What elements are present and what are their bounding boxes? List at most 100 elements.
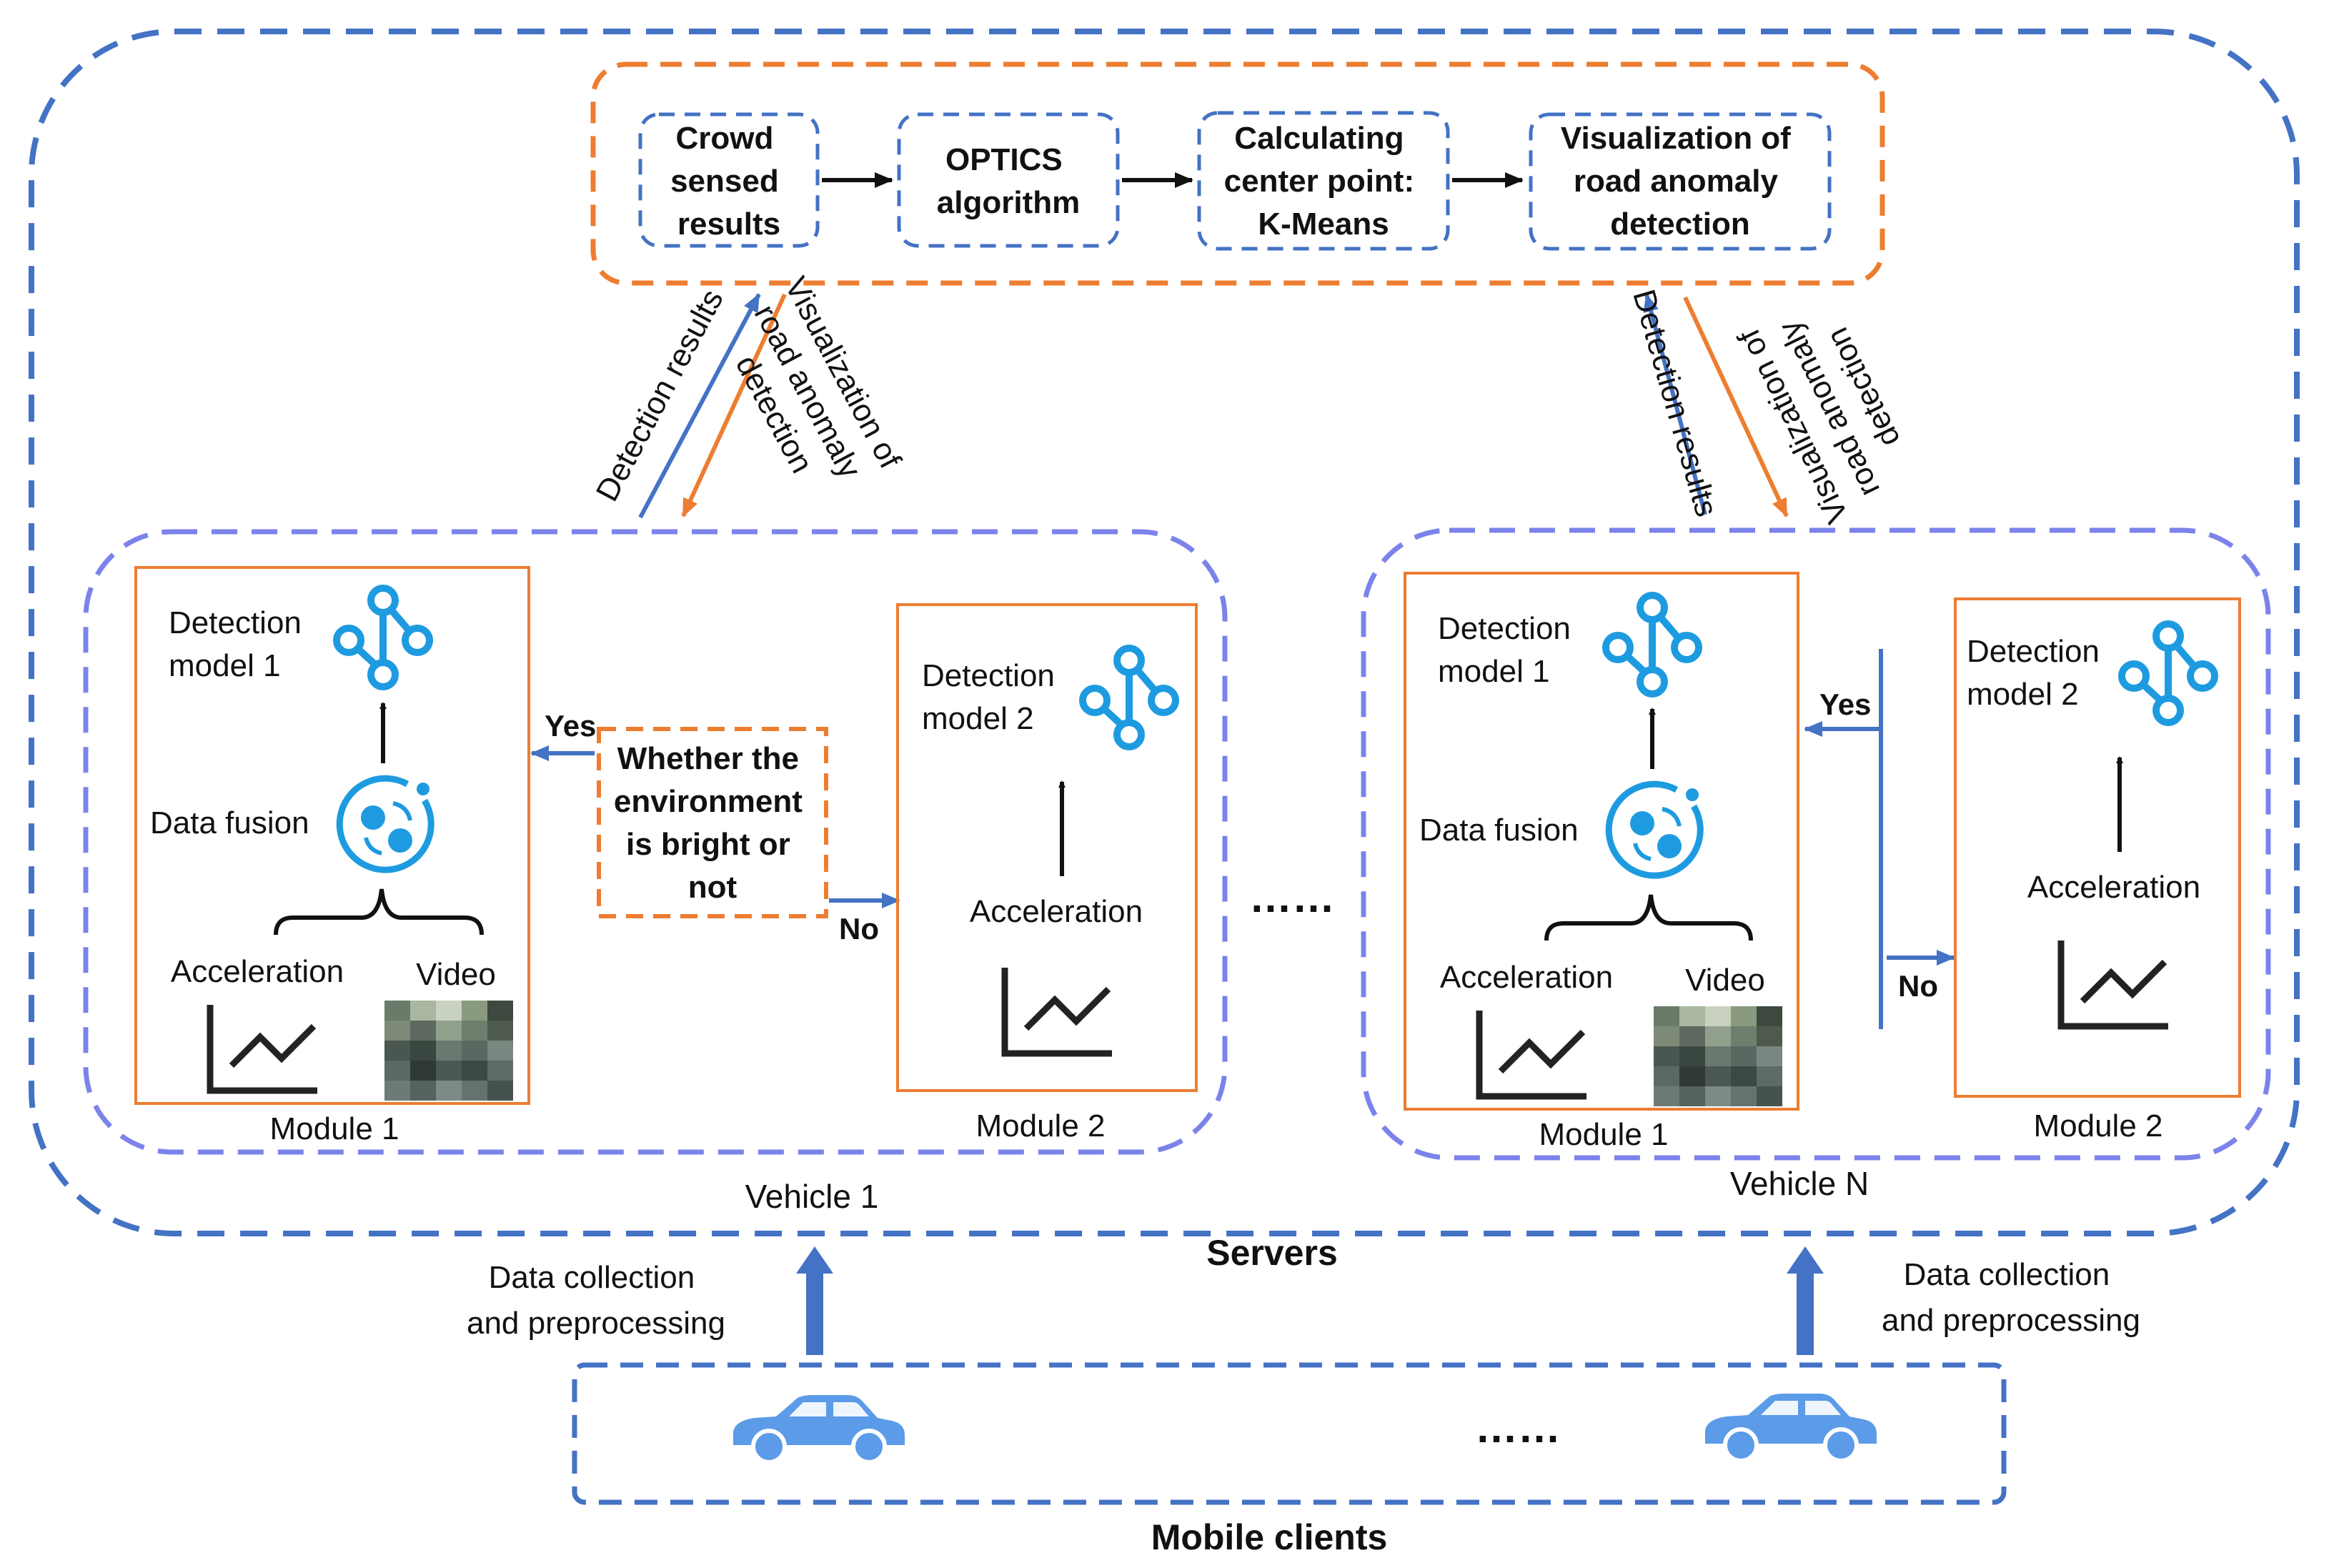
v1-m1-data-fusion-icon bbox=[339, 778, 431, 870]
vehicleN-container bbox=[1361, 527, 2271, 1161]
step-crowd-sensed-line-2: sensed bbox=[670, 164, 779, 199]
car-icon-right bbox=[1705, 1394, 1877, 1461]
mobile-clients-container bbox=[572, 1362, 2007, 1505]
v1-m2-acceleration-chart-icon bbox=[1005, 968, 1112, 1053]
clients-ellipsis: …… bbox=[1475, 1404, 1561, 1452]
v1-m2-detection-model-icon bbox=[1083, 648, 1176, 747]
vn-module1-label: Module 1 bbox=[1539, 1117, 1668, 1152]
v1-m1-model-line-1: Detection bbox=[169, 605, 302, 640]
v1-module2-label: Module 2 bbox=[975, 1108, 1105, 1143]
right-data-collection-label: Data collection and preprocessing bbox=[1882, 1257, 2140, 1338]
mobile-clients-label: Mobile clients bbox=[1151, 1517, 1388, 1557]
vn-m1-acceleration-chart-icon bbox=[1479, 1011, 1586, 1096]
left-upload-arrow-shaft bbox=[806, 1272, 823, 1355]
v1-m1-acceleration-chart-icon bbox=[210, 1005, 317, 1091]
v1-decision-box bbox=[597, 727, 828, 918]
step-crowd-sensed-box bbox=[638, 112, 820, 248]
vn-m1-model-line-1: Detection bbox=[1438, 611, 1571, 646]
right-upload-arrow-head bbox=[1787, 1246, 1824, 1274]
right-upload-arrow-shaft bbox=[1797, 1272, 1814, 1355]
vn-m1-data-fusion-icon bbox=[1609, 784, 1700, 875]
vn-m1-model-text: Detection model 1 bbox=[1438, 611, 1579, 689]
v1-m2-model-text: Detection model 2 bbox=[922, 658, 1063, 736]
vn-m2-acceleration-chart-icon bbox=[2061, 941, 2168, 1026]
vn-no-label: No bbox=[1898, 969, 1938, 1003]
step-optics-box bbox=[897, 112, 1120, 248]
v1-visualization-arrow bbox=[681, 293, 787, 517]
v1-m1-accel-label: Acceleration bbox=[171, 954, 344, 989]
left-data-collection-line-1: Data collection bbox=[489, 1260, 695, 1295]
v1-yes-label: Yes bbox=[545, 709, 596, 743]
vehicle1-container bbox=[83, 529, 1228, 1155]
v1-module1-label: Module 1 bbox=[269, 1111, 399, 1146]
v1-m1-video-thumbnail-icon bbox=[384, 1001, 513, 1101]
vn-m1-video-label: Video bbox=[1685, 963, 1765, 998]
vn-m1-accel-label: Acceleration bbox=[1440, 960, 1613, 995]
step-crowd-sensed-text: Crowd sensed results bbox=[670, 121, 788, 242]
vn-module1-box bbox=[1404, 572, 1799, 1111]
v1-module1-box bbox=[134, 566, 530, 1105]
step-visualization-box bbox=[1529, 112, 1832, 251]
v1-m1-model-line-2: model 1 bbox=[169, 648, 281, 683]
left-upload-arrow-head bbox=[796, 1246, 833, 1274]
right-data-collection-line-2: and preprocessing bbox=[1882, 1303, 2140, 1338]
step-kmeans-line-3: K-Means bbox=[1258, 207, 1389, 242]
v1-m2-model-line-1: Detection bbox=[922, 658, 1055, 693]
v1-m2-model-line-2: model 2 bbox=[922, 701, 1034, 736]
left-data-collection-line-2: and preprocessing bbox=[467, 1306, 725, 1341]
step-visualization-line-1: Visualization of bbox=[1561, 121, 1791, 156]
step-optics-line-1: OPTICS bbox=[945, 142, 1063, 177]
v1-m1-detection-model-icon bbox=[337, 588, 429, 687]
step-optics-line-2: algorithm bbox=[937, 185, 1080, 220]
servers-label: Servers bbox=[1206, 1233, 1338, 1273]
vn-m1-brace bbox=[1544, 894, 1753, 941]
step-visualization-line-2: road anomaly bbox=[1574, 164, 1779, 199]
step-kmeans-text: Calculating center point: K-Means bbox=[1224, 121, 1424, 242]
step-crowd-sensed-line-3: results bbox=[677, 207, 780, 242]
step-kmeans-line-2: center point: bbox=[1224, 164, 1414, 199]
step-kmeans-line-1: Calculating bbox=[1234, 121, 1404, 156]
vn-module2-box bbox=[1954, 597, 2241, 1098]
vn-visualization-arrow bbox=[1683, 296, 1789, 517]
v1-no-label: No bbox=[839, 912, 879, 946]
vn-m2-model-line-2: model 2 bbox=[1967, 677, 2079, 712]
vn-m2-detection-model-icon bbox=[2122, 624, 2215, 723]
step-visualization-text: Visualization of road anomaly detection bbox=[1561, 121, 1799, 242]
vn-m1-video-thumbnail-icon bbox=[1654, 1006, 1782, 1106]
vn-detection-results-arrow bbox=[1643, 293, 1707, 515]
pipeline-container bbox=[590, 61, 1885, 286]
v1-decision-line-3: is bright or bbox=[626, 827, 790, 862]
step-optics-text: OPTICS algorithm bbox=[937, 142, 1080, 220]
v1-decision-line-2: environment bbox=[614, 784, 803, 819]
vn-yes-label: Yes bbox=[1819, 688, 1871, 721]
step-visualization-line-3: detection bbox=[1610, 207, 1750, 242]
v1-module2-box bbox=[896, 603, 1198, 1092]
servers-container bbox=[29, 29, 2300, 1236]
vn-m1-detection-model-icon bbox=[1606, 595, 1699, 694]
car-icon-left bbox=[733, 1395, 905, 1462]
v1-decision-line-1: Whether the bbox=[617, 741, 799, 776]
vn-module2-label: Module 2 bbox=[2033, 1108, 2162, 1143]
v1-decision-text: Whether the environment is bright or not bbox=[614, 741, 811, 905]
vn-detection-results-label: Detection results bbox=[1626, 286, 1724, 521]
v1-detection-results-arrow bbox=[638, 293, 761, 519]
vn-visualization-label: Visualization of road anomaly detection bbox=[1727, 281, 1927, 529]
v1-m1-fusion-label: Data fusion bbox=[150, 805, 309, 840]
vehicle1-label: Vehicle 1 bbox=[745, 1178, 879, 1215]
vehicleN-label: Vehicle N bbox=[1730, 1165, 1869, 1202]
step-kmeans-box bbox=[1197, 111, 1450, 251]
v1-m1-video-label: Video bbox=[416, 957, 496, 992]
right-data-collection-line-1: Data collection bbox=[1904, 1257, 2110, 1292]
left-data-collection-label: Data collection and preprocessing bbox=[467, 1260, 725, 1341]
v1-m1-model-text: Detection model 1 bbox=[169, 605, 310, 683]
vn-m2-model-text: Detection model 2 bbox=[1967, 634, 2108, 712]
v1-decision-line-4: not bbox=[688, 870, 738, 905]
step-crowd-sensed-line-1: Crowd bbox=[675, 121, 773, 156]
v1-m2-accel-label: Acceleration bbox=[970, 894, 1143, 929]
vn-m1-model-line-2: model 1 bbox=[1438, 654, 1550, 689]
vn-m1-fusion-label: Data fusion bbox=[1419, 813, 1579, 848]
vn-m2-model-line-1: Detection bbox=[1967, 634, 2100, 669]
v1-detection-results-label: Detection results bbox=[590, 284, 730, 507]
v1-m1-brace bbox=[274, 888, 484, 936]
